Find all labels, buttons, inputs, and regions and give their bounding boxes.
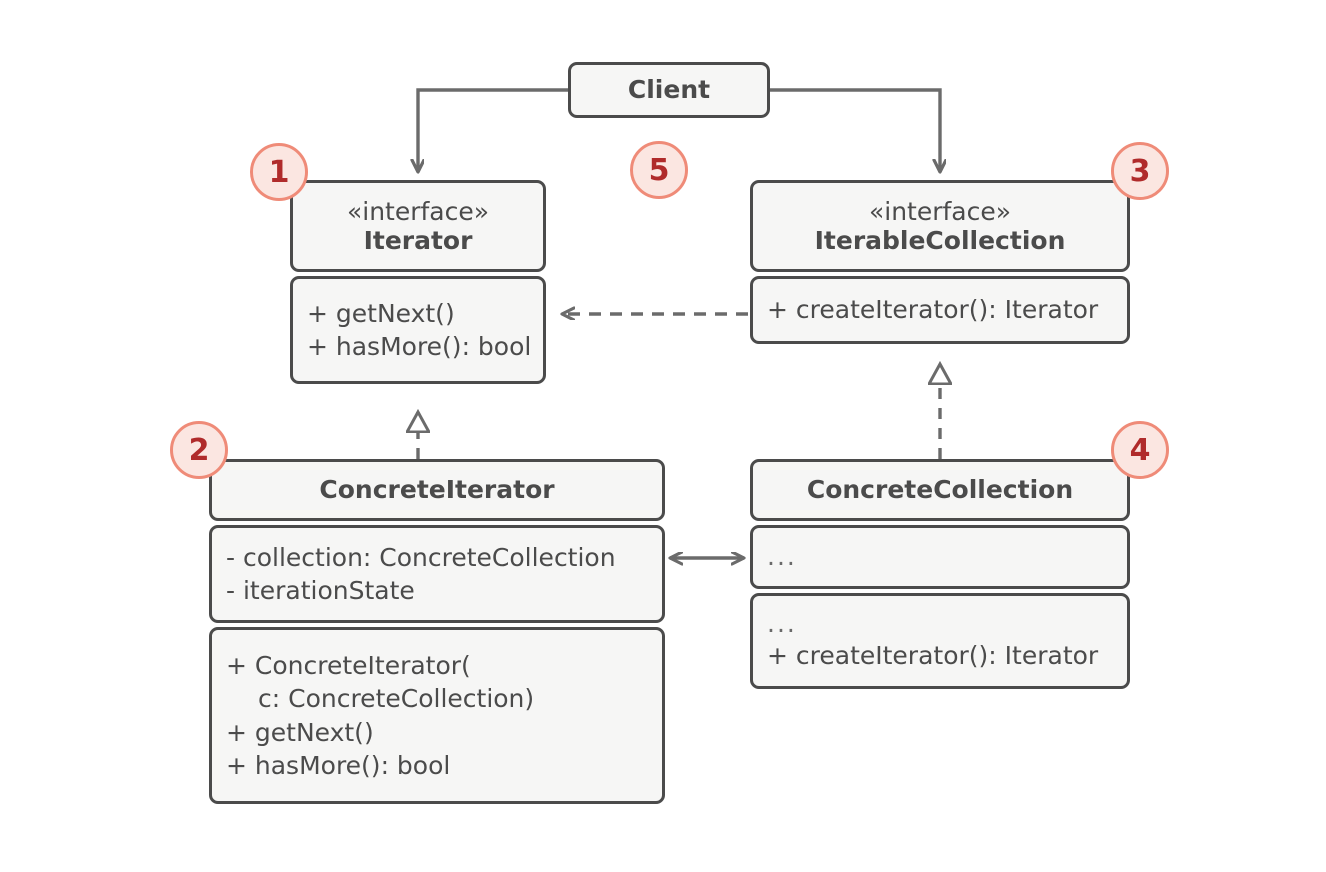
- concrete-iterator-attribute: - collection: ConcreteCollection: [226, 542, 616, 572]
- concrete-collection-operation: ...: [767, 609, 797, 639]
- iterator-title-compartment: «interface» Iterator: [290, 180, 546, 272]
- edge-client-to-iterator: [418, 88, 568, 172]
- concrete-iterator-attribute: - iterationState: [226, 576, 415, 605]
- concrete-iterator-operation-continuation: c: ConcreteCollection): [258, 684, 535, 713]
- badge-5-label: 5: [648, 152, 670, 188]
- badge-5-client[interactable]: 5: [630, 141, 688, 199]
- concrete-iterator-operation: + getNext(): [226, 717, 374, 747]
- client-class-name: Client: [627, 75, 711, 105]
- concrete-iterator-attributes-compartment: - collection: ConcreteCollection - itera…: [209, 525, 665, 623]
- concrete-collection-attributes-compartment: ...: [750, 525, 1130, 589]
- iterable-collection-class-name: IterableCollection: [814, 226, 1066, 255]
- badge-1-iterator[interactable]: 1: [250, 143, 308, 201]
- badge-3-label: 3: [1129, 153, 1151, 189]
- iterable-collection-title-compartment: «interface» IterableCollection: [750, 180, 1130, 272]
- badge-2-label: 2: [188, 432, 210, 468]
- iterator-stereotype: «interface»: [346, 196, 490, 226]
- iterator-operations-compartment: + getNext() + hasMore(): bool: [290, 276, 546, 384]
- iterator-operation: + getNext(): [307, 298, 455, 328]
- client-title-compartment: Client: [568, 62, 770, 118]
- concrete-collection-attribute: ...: [767, 542, 797, 571]
- node-iterable-collection[interactable]: «interface» IterableCollection + createI…: [750, 180, 1130, 344]
- concrete-collection-operations-compartment: ... + createIterator(): Iterator: [750, 593, 1130, 689]
- badge-4-concrete-collection[interactable]: 4: [1111, 421, 1169, 479]
- iterator-operation: + hasMore(): bool: [307, 332, 532, 361]
- badge-3-iterable-collection[interactable]: 3: [1111, 142, 1169, 200]
- badge-1-label: 1: [268, 154, 290, 190]
- node-concrete-iterator[interactable]: ConcreteIterator - collection: ConcreteC…: [209, 459, 665, 804]
- node-iterator[interactable]: «interface» Iterator + getNext() + hasMo…: [290, 180, 546, 384]
- concrete-collection-class-name: ConcreteCollection: [806, 475, 1074, 505]
- edge-client-to-iterable-collection: [770, 88, 940, 172]
- iterable-collection-operation: + createIterator(): Iterator: [767, 295, 1099, 325]
- node-client[interactable]: Client: [568, 62, 770, 118]
- iterable-collection-operations-compartment: + createIterator(): Iterator: [750, 276, 1130, 344]
- concrete-iterator-class-name: ConcreteIterator: [319, 475, 555, 505]
- concrete-iterator-title-compartment: ConcreteIterator: [209, 459, 665, 521]
- concrete-collection-operation: + createIterator(): Iterator: [767, 641, 1099, 671]
- node-concrete-collection[interactable]: ConcreteCollection ... ... + createItera…: [750, 459, 1130, 689]
- iterator-class-name: Iterator: [363, 226, 473, 255]
- concrete-iterator-operation: + hasMore(): bool: [226, 751, 451, 780]
- concrete-collection-title-compartment: ConcreteCollection: [750, 459, 1130, 521]
- iterable-collection-stereotype: «interface»: [868, 196, 1012, 226]
- concrete-iterator-operations-compartment: + ConcreteIterator( c: ConcreteCollectio…: [209, 627, 665, 804]
- concrete-iterator-operation: + ConcreteIterator(: [226, 650, 471, 680]
- badge-4-label: 4: [1129, 432, 1151, 468]
- badge-2-concrete-iterator[interactable]: 2: [170, 421, 228, 479]
